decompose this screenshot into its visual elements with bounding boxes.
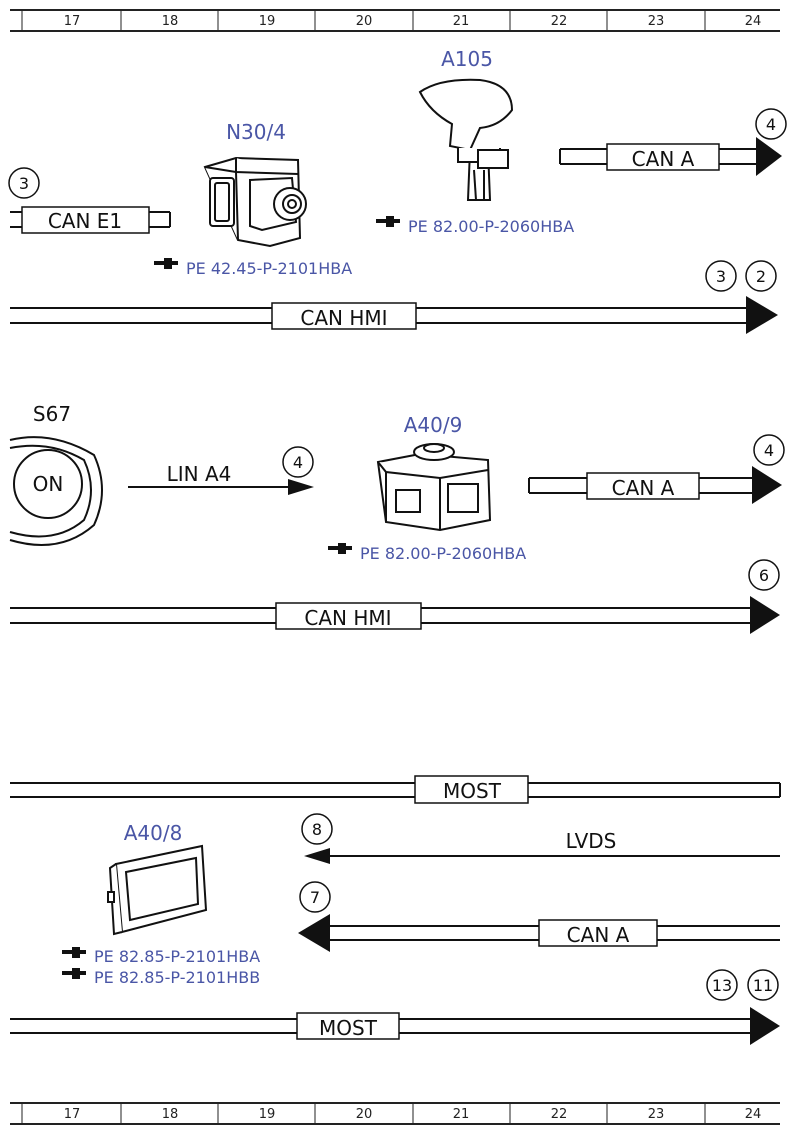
grid-col-20-bottom: 20 bbox=[356, 1107, 373, 1122]
connector-2-hmi-num: 2 bbox=[756, 267, 766, 286]
grid-col-17-bottom: 17 bbox=[64, 1107, 81, 1122]
a40-9-module-icon bbox=[376, 443, 492, 532]
can-a-bus-1: CAN A bbox=[559, 137, 782, 176]
a40-8-ref-1-text: PE 82.85-P-2101HBA bbox=[94, 947, 260, 966]
can-a-1-label: CAN A bbox=[632, 147, 695, 171]
n30-4-label: N30/4 bbox=[226, 120, 286, 144]
a105-ref: PE 82.00-P-2060HBA bbox=[376, 216, 574, 236]
connector-8-num: 8 bbox=[312, 820, 322, 839]
a105-label: A105 bbox=[441, 47, 493, 71]
connector-6: 6 bbox=[748, 559, 780, 591]
connector-13: 13 bbox=[706, 969, 738, 1001]
can-hmi-bus-1: CAN HMI bbox=[10, 296, 778, 334]
n30-4-module-icon bbox=[203, 156, 307, 248]
connector-6-num: 6 bbox=[759, 566, 769, 585]
can-a-bus-2: CAN A bbox=[528, 466, 782, 504]
connector-3-hmi-num: 3 bbox=[716, 267, 726, 286]
lvds-label: LVDS bbox=[566, 829, 617, 853]
hand-pointer-icon bbox=[62, 947, 86, 958]
hand-pointer-icon bbox=[328, 543, 352, 554]
s67-on-text: ON bbox=[33, 472, 64, 496]
connector-4-cana2: 4 bbox=[753, 434, 785, 466]
grid-col-23: 23 bbox=[648, 14, 665, 29]
a40-9-ref: PE 82.00-P-2060HBA bbox=[328, 543, 526, 563]
grid-col-20: 20 bbox=[356, 14, 373, 29]
s67-on-button-icon bbox=[9, 436, 103, 546]
hand-pointer-icon bbox=[376, 216, 400, 227]
a40-9-ref-text: PE 82.00-P-2060HBA bbox=[360, 544, 526, 563]
can-hmi-bus-2: CAN HMI bbox=[10, 596, 780, 634]
connector-4-lin-num: 4 bbox=[293, 453, 303, 472]
can-a-2-label: CAN A bbox=[612, 476, 675, 500]
connector-4-cana2-num: 4 bbox=[764, 441, 774, 460]
grid-col-24: 24 bbox=[745, 14, 762, 29]
connector-8: 8 bbox=[301, 813, 333, 845]
grid-col-19-bottom: 19 bbox=[259, 1107, 276, 1122]
grid-col-22: 22 bbox=[551, 14, 568, 29]
grid-col-22-bottom: 22 bbox=[551, 1107, 568, 1122]
can-a-3-label: CAN A bbox=[567, 923, 630, 947]
most-2-label: MOST bbox=[319, 1016, 378, 1040]
hand-pointer-icon bbox=[62, 968, 86, 979]
a40-8-display-icon bbox=[107, 844, 208, 936]
can-hmi-2-label: CAN HMI bbox=[304, 606, 391, 630]
a40-8-ref-2: PE 82.85-P-2101HBB bbox=[62, 968, 260, 987]
grid-col-18: 18 bbox=[162, 14, 179, 29]
connector-3-left: 3 bbox=[8, 167, 40, 199]
connector-2-hmi: 2 bbox=[745, 260, 777, 292]
lin-a4-bus: LIN A4 bbox=[128, 462, 314, 495]
connector-7-num: 7 bbox=[310, 888, 320, 907]
connector-13-num: 13 bbox=[712, 976, 732, 995]
grid-col-21-bottom: 21 bbox=[453, 1107, 470, 1122]
connector-7: 7 bbox=[299, 881, 331, 913]
can-e1-label: CAN E1 bbox=[48, 209, 122, 233]
a40-8-ref-1: PE 82.85-P-2101HBA bbox=[62, 947, 260, 966]
lvds-line: LVDS bbox=[304, 829, 780, 864]
can-hmi-1-label: CAN HMI bbox=[300, 306, 387, 330]
s67-label: S67 bbox=[33, 402, 71, 426]
a105-ref-text: PE 82.00-P-2060HBA bbox=[408, 217, 574, 236]
bottom-grid-ruler: 17 18 19 20 21 22 23 24 bbox=[10, 1102, 780, 1125]
top-grid-ruler: 17 18 19 20 21 22 23 24 bbox=[10, 9, 780, 32]
n30-4-ref: PE 42.45-P-2101HBA bbox=[154, 258, 352, 278]
a40-8-label: A40/8 bbox=[124, 821, 183, 845]
most-1-label: MOST bbox=[443, 779, 502, 803]
a40-8-ref-2-text: PE 82.85-P-2101HBB bbox=[94, 968, 260, 987]
lin-a4-label: LIN A4 bbox=[167, 462, 232, 486]
a105-selector-lever-icon bbox=[418, 78, 514, 201]
connector-3-left-num: 3 bbox=[19, 174, 29, 193]
connector-11: 11 bbox=[747, 969, 779, 1001]
n30-4-ref-text: PE 42.45-P-2101HBA bbox=[186, 259, 352, 278]
hand-pointer-icon bbox=[154, 258, 178, 269]
connector-11-num: 11 bbox=[753, 976, 773, 995]
most-bus-2: MOST bbox=[10, 1007, 780, 1045]
grid-col-19: 19 bbox=[259, 14, 276, 29]
connector-4-top: 4 bbox=[755, 108, 787, 140]
grid-col-21: 21 bbox=[453, 14, 470, 29]
grid-col-17: 17 bbox=[64, 14, 81, 29]
connector-4-lin: 4 bbox=[282, 446, 314, 478]
a40-9-label: A40/9 bbox=[404, 413, 463, 437]
can-a-bus-3: CAN A bbox=[298, 914, 780, 952]
connector-3-hmi: 3 bbox=[705, 260, 737, 292]
can-e1-bus: CAN E1 bbox=[10, 206, 171, 234]
grid-col-23-bottom: 23 bbox=[648, 1107, 665, 1122]
grid-col-24-bottom: 24 bbox=[745, 1107, 762, 1122]
connector-4-top-num: 4 bbox=[766, 115, 776, 134]
grid-col-18-bottom: 18 bbox=[162, 1107, 179, 1122]
most-bus-1: MOST bbox=[10, 775, 781, 804]
